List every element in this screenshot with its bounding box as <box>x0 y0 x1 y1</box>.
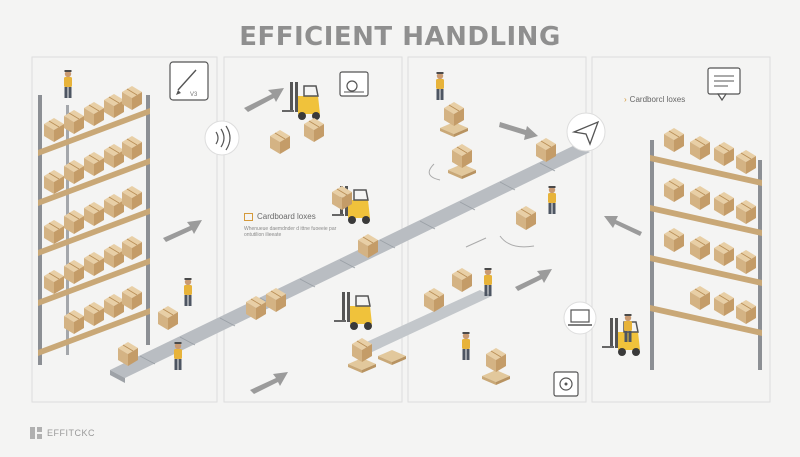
tape-dispenser-icon <box>339 71 369 97</box>
laptop-icon <box>563 301 597 335</box>
pen-note-caption: V3 <box>190 92 198 98</box>
worker-cart-top <box>436 72 444 100</box>
storage-rack-left <box>38 85 150 365</box>
worker-on-rack <box>64 70 72 98</box>
worker-right <box>548 186 556 214</box>
cardboard-boxes-caption: Whenueue daemdnder d ittne fuoeeie par o… <box>244 226 337 238</box>
logo-text: EFFITCKC <box>47 428 95 438</box>
footer-logo: EFFITCKC <box>30 427 95 439</box>
storage-rack-right <box>650 127 762 370</box>
chevron-right-icon: › <box>624 95 627 104</box>
settings-dial-icon <box>553 371 579 397</box>
worker-mid <box>484 268 492 296</box>
cardboard-boxes-text: Cardboard loxes <box>257 212 316 221</box>
box-bullet-icon <box>244 212 253 221</box>
conveyor-main <box>110 145 590 383</box>
worker-panel1 <box>184 278 192 306</box>
wifi-signal-icon <box>204 120 240 156</box>
document-icon <box>707 67 741 102</box>
worker-cart-bottom <box>462 332 470 360</box>
pen-note-icon <box>169 61 209 101</box>
worker-bottom-left <box>174 342 182 370</box>
flow-arrows <box>163 88 642 394</box>
forklift-bottom <box>333 291 373 331</box>
forklift-right <box>601 317 641 357</box>
conveyor-branch <box>360 290 492 352</box>
logo-grid-icon <box>30 427 42 439</box>
cardboard-boxes-label: Cardboard loxes <box>244 212 316 221</box>
forklift-top <box>281 81 321 121</box>
cardboard-boxes-text-right: Cardborcl loxes <box>629 95 686 104</box>
cardboard-boxes-label-right: ›Cardborcl loxes <box>624 95 685 104</box>
paper-plane-icon <box>566 112 606 152</box>
page-title: EFFICIENT HANDLING <box>239 22 561 52</box>
